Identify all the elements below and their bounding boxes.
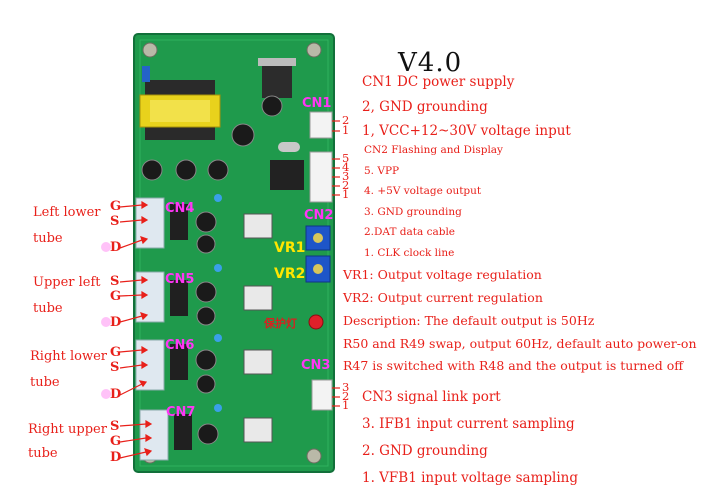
mounting-hole — [142, 42, 158, 58]
version-title: V4.0 — [398, 48, 463, 78]
cn1-connector — [309, 111, 333, 139]
right-upper-tube-label: Right upper — [28, 422, 107, 437]
cn2-label: CN2 — [304, 208, 334, 223]
cn7-label: CN7 — [166, 405, 196, 420]
cn4-connector — [135, 197, 165, 249]
cn2-pin2-desc: 2.DAT data cable — [364, 226, 456, 238]
cn6-label: CN6 — [165, 338, 195, 353]
pin-highlight — [101, 242, 111, 252]
mounting-hole — [306, 448, 322, 464]
crystal — [278, 142, 300, 152]
cn1-pin-number: 1 — [342, 123, 350, 137]
electrolytic-capacitor — [207, 159, 229, 181]
cn4-pin-letter: S — [110, 214, 120, 229]
description-output-off: R47 is switched with R48 and the output … — [343, 358, 684, 373]
pcb-board-shade — [139, 39, 329, 467]
vr2-screw — [313, 264, 323, 274]
cn5-pin-letter: D — [110, 315, 122, 330]
cn3-connector — [311, 379, 333, 411]
protection-indicator-label: 保护灯 — [264, 317, 297, 330]
cn3-pin-number: 1 — [342, 398, 350, 412]
cn7-connector — [139, 409, 169, 461]
cn6-pin-letter: G — [110, 345, 122, 360]
cn3-pin-number: 2 — [342, 389, 350, 403]
cn1-pin2-desc: 2, GND grounding — [362, 99, 488, 115]
mounting-hole — [306, 42, 322, 58]
cn5-label: CN5 — [165, 272, 195, 287]
cn1-pin-number: 2 — [342, 113, 350, 127]
pin-highlight — [101, 317, 111, 327]
driver-channel — [170, 194, 273, 254]
pin-arrows — [119, 200, 153, 459]
cn1-pin1-desc: 1, VCC+12~30V voltage input — [362, 123, 571, 139]
cn7-pin-letter: G — [110, 434, 122, 449]
cn5-pin-letter: G — [110, 289, 122, 304]
right-lower-tube-label: Right lower — [30, 349, 108, 364]
protection-led — [308, 314, 324, 330]
driver-channel — [174, 404, 273, 450]
electrolytic-capacitor — [261, 95, 283, 117]
cn3-pin2-desc: 2. GND grounding — [362, 443, 488, 459]
cn2-pin-number: 4 — [342, 160, 350, 174]
cn6-pin-letter: D — [110, 387, 122, 402]
description-60hz: R50 and R49 swap, output 60Hz, default a… — [343, 336, 697, 351]
cn2-pin1-desc: 1. CLK clock line — [364, 247, 455, 259]
cn3-pin1-desc: 1. VFB1 input voltage sampling — [362, 470, 579, 486]
cn2-pin-number: 3 — [342, 169, 350, 183]
cn3-label: CN3 — [301, 358, 331, 373]
cn7-pin-letter: S — [110, 419, 120, 434]
driver-channel — [170, 334, 273, 394]
header-pin-arrows — [332, 120, 340, 407]
cn2-pin-number: 5 — [342, 151, 350, 165]
right-upper-tube-label: tube — [28, 446, 58, 461]
cn6-pin-letter: S — [110, 360, 120, 375]
cn7-pin-letter: D — [110, 450, 122, 465]
cn3-pin3-desc: 3. IFB1 input current sampling — [362, 416, 575, 432]
cn2-title: CN2 Flashing and Display — [364, 144, 503, 156]
cn2-pin-number: 2 — [342, 178, 350, 192]
cn4-pin-letter: G — [110, 199, 122, 214]
cn2-connector — [309, 151, 333, 203]
electrolytic-capacitor — [175, 159, 197, 181]
electrolytic-capacitor — [231, 123, 255, 147]
vr1-screw — [313, 233, 323, 243]
cn5-connector — [135, 271, 165, 323]
cn3-pin-number: 3 — [342, 380, 350, 394]
cn4-label: CN4 — [165, 201, 195, 216]
voltage-regulator — [262, 64, 292, 98]
vr1-desc: VR1: Output voltage regulation — [343, 267, 542, 282]
cn2-pin4-desc: 4. +5V voltage output — [364, 185, 482, 197]
description-default-output: Description: The default output is 50Hz — [343, 313, 595, 328]
right-lower-tube-label: tube — [30, 375, 60, 390]
electrolytic-capacitor — [141, 159, 163, 181]
cn2-pin3-desc: 3. GND grounding — [364, 206, 462, 218]
upper-left-tube-label: Upper left — [33, 275, 101, 290]
driver-channel — [170, 264, 273, 326]
left-lower-tube-label: tube — [33, 231, 63, 246]
cn5-pin-letter: S — [110, 274, 120, 289]
cn2-pin-number: 1 — [342, 187, 350, 201]
regulator-tab — [258, 58, 296, 66]
vr2-desc: VR2: Output current regulation — [343, 290, 543, 305]
transformer-winding — [150, 100, 210, 122]
cn1-title: CN1 DC power supply — [362, 74, 515, 90]
vr2-label: VR2 — [274, 266, 306, 282]
cn1-label: CN1 — [302, 96, 332, 111]
left-lower-tube-label: Left lower — [33, 205, 101, 220]
cn3-title: CN3 signal link port — [362, 389, 501, 405]
pin-highlight — [101, 389, 111, 399]
microcontroller-chip — [270, 160, 304, 190]
upper-left-tube-label: tube — [33, 301, 63, 316]
cn2-pin5-desc: 5. VPP — [364, 165, 400, 177]
blue-capacitor — [142, 66, 150, 82]
cn4-pin-letter: D — [110, 240, 122, 255]
vr1-label: VR1 — [274, 240, 306, 256]
